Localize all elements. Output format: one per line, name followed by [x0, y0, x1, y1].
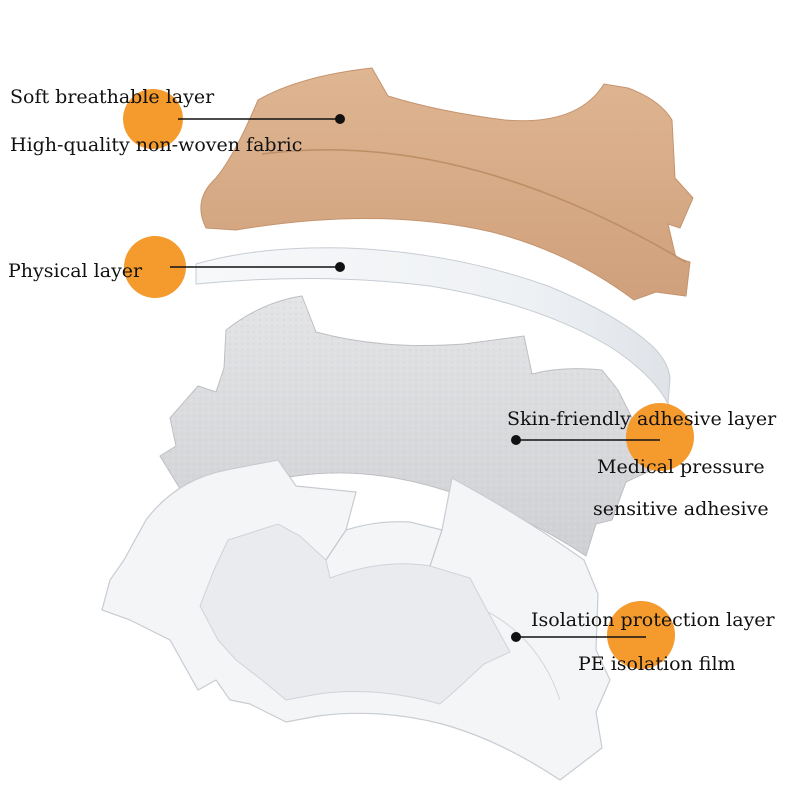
isolation-layer-detail: PE isolation film: [578, 655, 736, 674]
adhesive-layer-detail-1: Medical pressure: [597, 458, 765, 477]
adhesive-layer-detail-2: sensitive adhesive: [593, 500, 769, 519]
breathable-layer-title: Soft breathable layer: [10, 88, 214, 107]
breathable-layer-detail: High-quality non-woven fabric: [10, 136, 302, 155]
physical-layer-title: Physical layer: [8, 262, 142, 281]
adhesive-layer-title: Skin-friendly adhesive layer: [507, 410, 776, 429]
isolation-layer-title: Isolation protection layer: [531, 611, 775, 630]
